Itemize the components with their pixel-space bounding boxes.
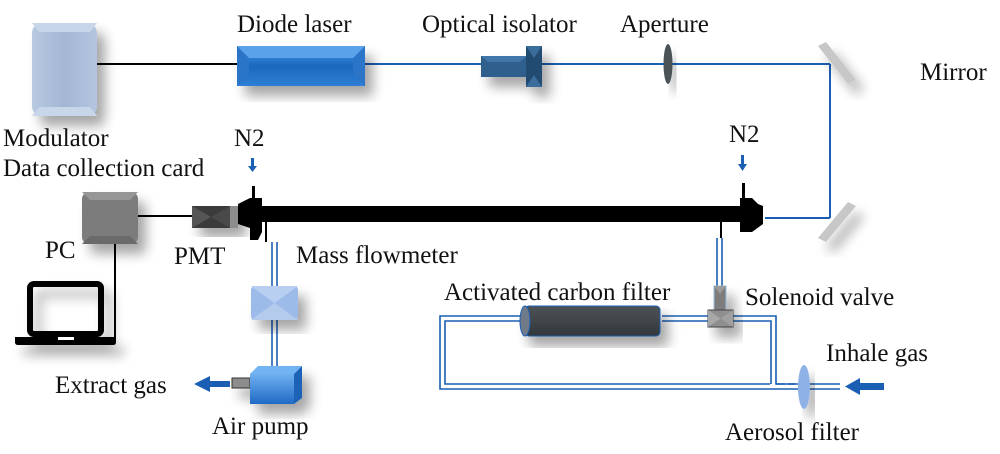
air-pump-icon	[231, 366, 302, 404]
extract-gas-arrow-icon	[194, 376, 230, 392]
sample-cell-tube	[255, 206, 747, 222]
right-flange	[720, 183, 763, 238]
mirror-top-icon	[818, 42, 856, 84]
mirror-bottom-icon	[818, 202, 856, 242]
diode-laser-icon	[237, 46, 365, 86]
label-extract-gas: Extract gas	[55, 372, 167, 399]
pmt-icon	[192, 206, 238, 228]
flowmeter-gas-line	[271, 242, 278, 366]
label-pc: PC	[45, 237, 76, 264]
mass-flowmeter-icon	[251, 286, 298, 320]
modulator-icon	[32, 23, 97, 116]
pc-laptop-cable	[108, 244, 116, 339]
label-aerosol-filter: Aerosol filter	[725, 419, 860, 446]
label-air-pump: Air pump	[212, 413, 309, 440]
laser-beam-path	[365, 63, 831, 219]
solenoid-valve-icon	[707, 285, 734, 328]
n2-right-arrow-icon	[738, 155, 747, 171]
pc-box-icon	[82, 192, 138, 244]
label-n2-left: N2	[234, 125, 265, 152]
label-optical-isolator: Optical isolator	[422, 11, 577, 38]
aperture-icon	[663, 44, 673, 84]
label-aperture: Aperture	[620, 11, 709, 38]
label-mass-flowmeter: Mass flowmeter	[296, 242, 458, 269]
label-solenoid-valve: Solenoid valve	[745, 284, 894, 311]
label-modulator: Modulator	[3, 125, 109, 152]
label-diode-laser: Diode laser	[237, 11, 352, 38]
label-mirror: Mirror	[920, 59, 987, 86]
label-data-collection-card: Data collection card	[3, 155, 205, 182]
label-activated-carbon-filter: Activated carbon filter	[444, 279, 671, 306]
optical-isolator-icon	[481, 46, 542, 87]
n2-left-arrow-icon	[248, 158, 257, 172]
label-inhale-gas: Inhale gas	[826, 340, 928, 367]
left-flange	[238, 186, 267, 242]
activated-carbon-filter-icon	[519, 305, 661, 337]
label-n2-right: N2	[729, 121, 760, 148]
laptop-icon	[15, 281, 116, 345]
aerosol-filter-icon	[798, 365, 810, 409]
inhale-gas-arrow-icon	[845, 378, 884, 395]
label-pmt: PMT	[174, 243, 225, 270]
